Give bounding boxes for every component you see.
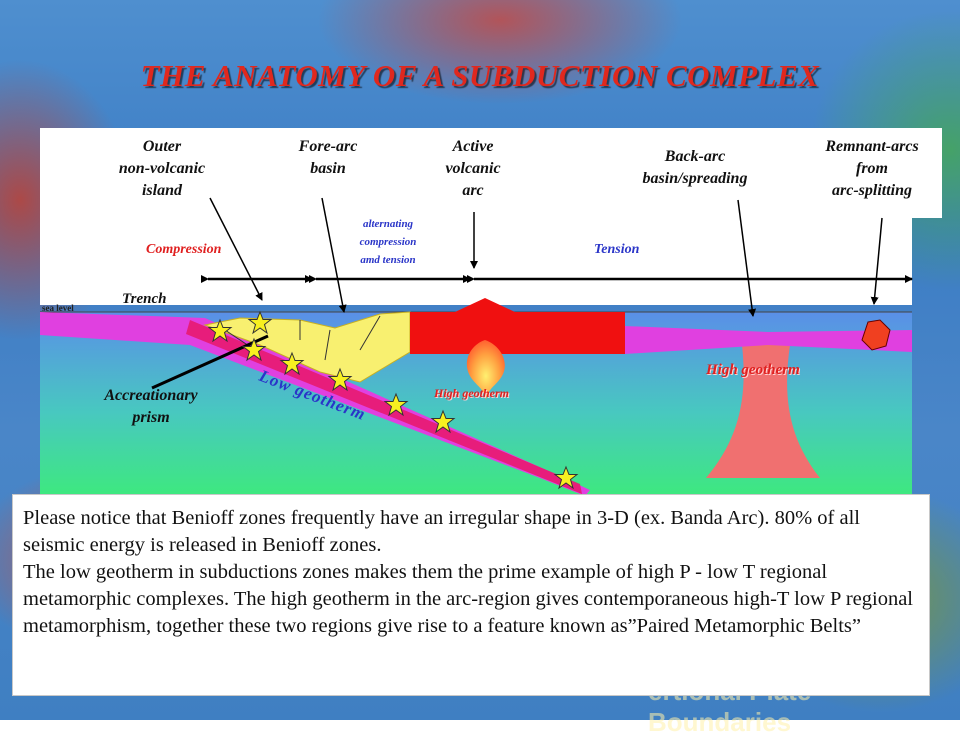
- body-paragraph: The low geotherm in subductions zones ma…: [23, 561, 913, 637]
- body-paragraph: Please notice that Benioff zones frequen…: [23, 507, 860, 556]
- label-remnant: Remnant-arcs from arc-splitting: [825, 138, 919, 199]
- magma-plume: [466, 340, 505, 400]
- oceanic-crust-left: [40, 312, 590, 496]
- pointer-outer-island: [209, 197, 263, 301]
- label-compression: Compression: [146, 242, 222, 257]
- earthquake-star: [430, 409, 456, 434]
- earthquake-star: [207, 318, 233, 343]
- diagram-header-panel: [40, 128, 942, 218]
- remnant-arc: [861, 319, 891, 351]
- subduction-diagram: Low geotherm: [40, 197, 913, 496]
- pointer-backarc: [737, 199, 757, 317]
- backarc-geotherm-cone: [706, 345, 820, 478]
- label-active-arc: Active volcanic arc: [445, 138, 501, 199]
- label-sea-level: sea level: [42, 303, 74, 313]
- pointer-accretionary: [151, 334, 269, 390]
- label-accretionary-prism: Accreationary prism: [104, 387, 198, 426]
- label-alternating: alternating compression amd tension: [359, 218, 417, 266]
- volcanic-arc-block: [410, 298, 625, 354]
- earthquake-star: [247, 310, 273, 335]
- earthquake-star: [553, 465, 579, 490]
- earthquake-stars: [207, 310, 579, 490]
- earthquake-star: [279, 351, 305, 376]
- label-backarc: Back-arc basin/spreading: [642, 148, 748, 187]
- earthquake-star: [383, 392, 409, 417]
- pointer-forearc: [321, 197, 347, 313]
- diagram-label-panel: [40, 215, 912, 305]
- earthquake-star: [327, 367, 353, 392]
- pointer-remnant: [870, 217, 883, 305]
- page-title: THE ANATOMY OF A SUBDUCTION COMPLEX: [140, 58, 820, 93]
- earthquake-star: [241, 337, 267, 362]
- backarc-crust: [625, 326, 768, 354]
- body-text-box: Please notice that Benioff zones frequen…: [12, 494, 930, 696]
- label-forearc: Fore-arc basin: [298, 138, 358, 177]
- label-high-geotherm-backarc: High geotherm: [706, 362, 800, 378]
- label-outer-island: Outer non-volcanic island: [118, 138, 206, 199]
- label-trench: Trench: [122, 291, 167, 307]
- label-high-geotherm-arc: High geotherm: [434, 386, 510, 400]
- label-tension: Tension: [594, 242, 640, 257]
